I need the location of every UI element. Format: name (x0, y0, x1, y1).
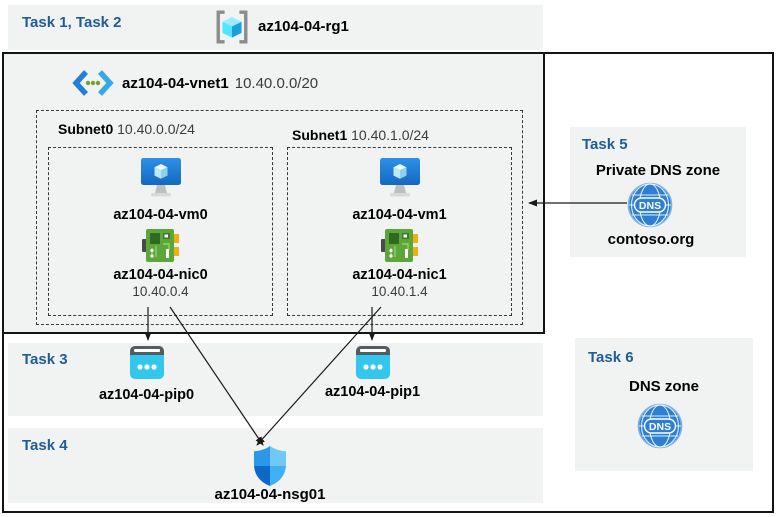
subnet1-label: Subnet1 10.40.1.0/24 (292, 127, 429, 143)
pip1-group: az104-04-pip1 (310, 346, 435, 400)
vnet-title-row: az104-04-vnet1 10.40.0.0/20 (72, 68, 318, 98)
private-dns-icon: DNS (627, 182, 673, 228)
task5-label: Task 5 (582, 136, 628, 153)
task6-label: Task 6 (588, 349, 634, 366)
vnet-name: az104-04-vnet1 (122, 74, 229, 92)
subnet0-name: Subnet0 (58, 121, 114, 137)
subnet1-box (287, 147, 512, 316)
pip1-label: az104-04-pip1 (324, 384, 421, 400)
vm0-icon (138, 158, 184, 199)
public-ip1-icon (355, 346, 390, 379)
vm1-label: az104-04-vm1 (352, 207, 447, 223)
subnet1-cidr: 10.40.1.0/24 (351, 127, 429, 143)
nic1-label: az104-04-nic1 (352, 267, 447, 283)
subnet0-label: Subnet0 10.40.0.0/24 (58, 121, 195, 137)
public-ip0-icon (129, 346, 164, 379)
vnet-icon (72, 68, 114, 98)
subnet1-content: az104-04-vm1 az104-04-nic1 10.40.1.4 (287, 158, 512, 299)
resource-group-band (8, 5, 543, 50)
subnet0-cidr: 10.40.0.0/24 (117, 121, 195, 137)
resource-group-label: az104-04-rg1 (258, 18, 349, 35)
subnet1-name: Subnet1 (292, 127, 348, 143)
nsg-shield-icon (252, 446, 288, 486)
nic1-ip: 10.40.1.4 (371, 284, 428, 299)
vnet-box (2, 52, 545, 334)
svg-text:DNS: DNS (639, 200, 661, 212)
vnet-cidr: 10.40.0.0/20 (234, 74, 319, 92)
task3-label: Task 3 (22, 351, 68, 368)
subnet0-content: az104-04-vm0 az104-04-nic0 10.40.0.4 (48, 158, 273, 299)
nsg-label: az104-04-nsg01 (214, 486, 326, 503)
subnet0-box (48, 147, 273, 316)
private-dns-zone-name: contoso.org (607, 231, 695, 248)
pip0-group: az104-04-pip0 (84, 346, 209, 403)
dns-zone-icon: DNS (637, 403, 683, 449)
resource-group-icon (214, 9, 250, 45)
vm1-icon (377, 158, 423, 199)
private-dns-zone-title: Private DNS zone (595, 162, 721, 179)
nic0-icon (142, 228, 179, 263)
vm0-label: az104-04-vm0 (113, 207, 208, 223)
pip0-label: az104-04-pip0 (98, 387, 195, 403)
task-1-2-label: Task 1, Task 2 (22, 14, 122, 31)
dns-zone-title: DNS zone (628, 378, 699, 395)
nic1-icon (381, 228, 418, 263)
task4-label: Task 4 (22, 437, 68, 454)
svg-text:DNS: DNS (649, 421, 671, 433)
nic0-label: az104-04-nic0 (113, 267, 208, 283)
nic0-ip: 10.40.0.4 (132, 284, 189, 299)
